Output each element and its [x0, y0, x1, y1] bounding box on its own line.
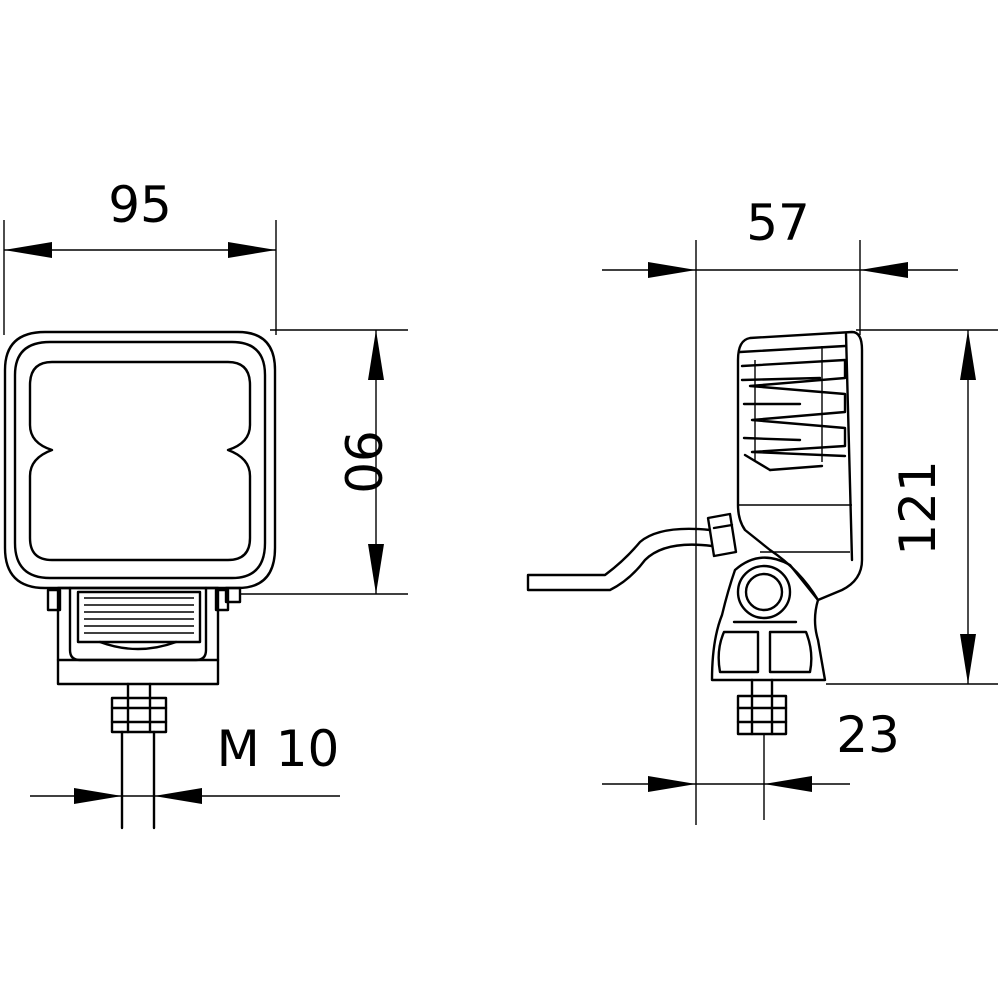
side-cable	[526, 527, 714, 592]
front-housing-outer	[3, 330, 277, 590]
offset-dimension-label: 23	[836, 706, 900, 764]
side-view	[526, 330, 864, 736]
depth-dimension-label: 57	[746, 194, 810, 252]
front-fins	[76, 590, 202, 651]
side-height-dimension-label: 121	[889, 460, 947, 555]
side-dimensions: 57 121 23	[602, 194, 998, 825]
side-bracket	[710, 556, 827, 682]
front-bolt	[110, 682, 168, 830]
side-fins	[738, 344, 847, 472]
thread-dimension-label: M 10	[217, 720, 340, 778]
front-lens	[28, 360, 252, 562]
front-bracket	[56, 586, 220, 686]
side-housing	[736, 330, 864, 602]
front-housing-inner	[13, 340, 267, 580]
side-bolt	[736, 678, 788, 736]
front-dimensions: 95 90 M 10	[3, 176, 408, 804]
front-height-dimension-label: 90	[333, 430, 391, 494]
side-cable-gland	[706, 512, 738, 558]
width-dimension-label: 95	[108, 176, 172, 234]
front-view	[3, 330, 277, 830]
